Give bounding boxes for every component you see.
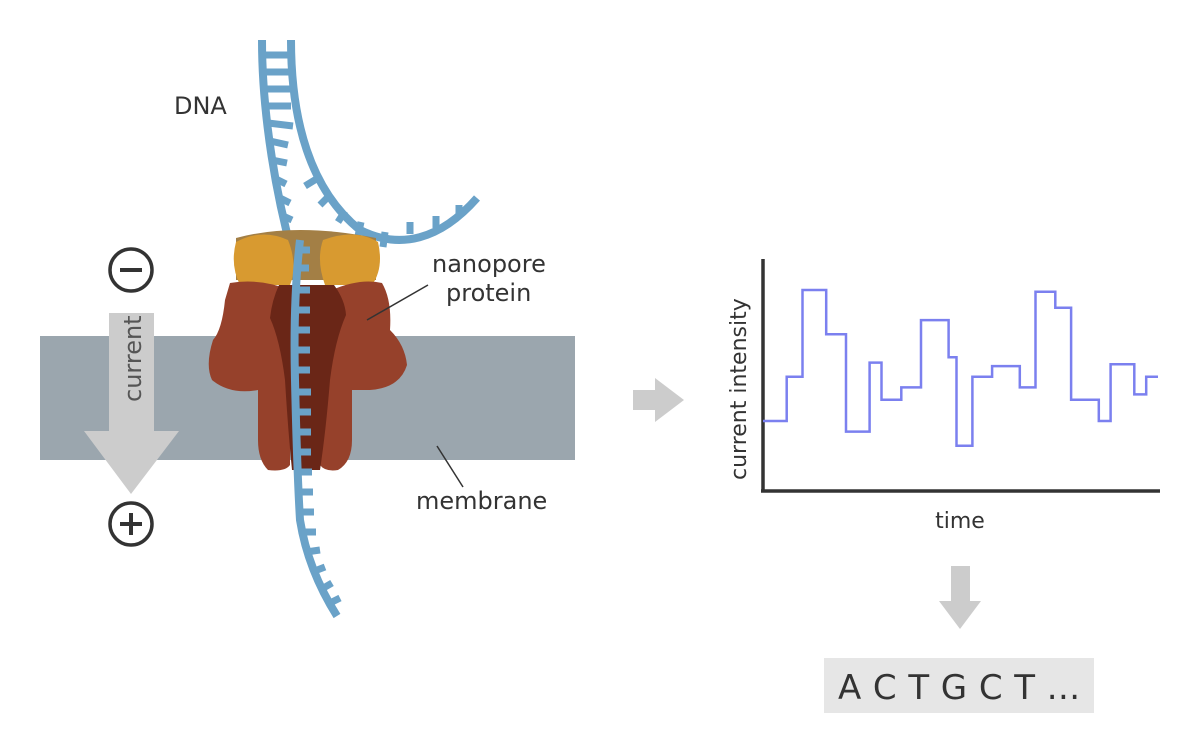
down-arrow-icon xyxy=(939,566,981,629)
negative-terminal-icon xyxy=(108,247,154,293)
right-arrow-icon xyxy=(633,378,684,422)
protein-body-right xyxy=(320,281,407,471)
signal-trace xyxy=(763,288,1158,448)
x-axis-label: time xyxy=(935,509,985,534)
positive-terminal-icon xyxy=(108,501,154,547)
nanopore-label-line2: protein xyxy=(446,279,531,307)
dna-single-strand xyxy=(290,239,342,619)
protein-cap-right xyxy=(319,234,380,285)
membrane-leader-line xyxy=(436,445,464,488)
protein-cap-left xyxy=(233,234,294,285)
nanopore-label-line1: nanopore xyxy=(432,250,546,278)
nanopore-leader-line xyxy=(366,284,429,321)
dna-label: DNA xyxy=(174,92,227,120)
current-arrow-shape xyxy=(84,313,179,494)
current-arrow: current xyxy=(84,313,179,494)
y-axis-label: current intensity xyxy=(727,298,752,480)
current-signal-chart: current intensity time xyxy=(727,259,1160,534)
nanopore-protein xyxy=(208,230,407,471)
sequence-output: A C T G C T ... xyxy=(838,668,1080,708)
dna-base-pairs xyxy=(265,51,294,224)
dna-backbone-right xyxy=(287,39,481,244)
current-label: current xyxy=(119,315,147,402)
protein-body-left xyxy=(208,281,290,471)
protein-channel xyxy=(270,285,346,470)
sequence-box xyxy=(824,658,1094,713)
membrane-label: membrane xyxy=(416,487,547,515)
dna-bases-threaded xyxy=(296,246,342,608)
dna-bases-free-strand xyxy=(303,175,463,248)
